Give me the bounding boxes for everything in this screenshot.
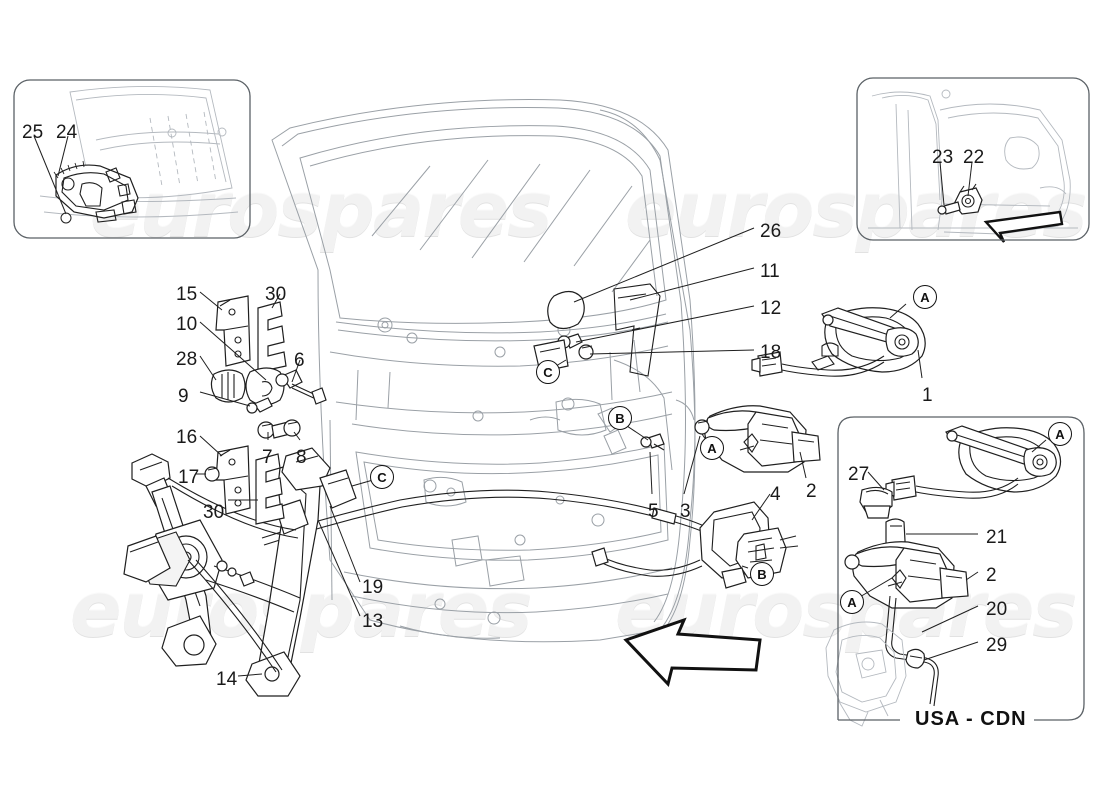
callout-1: 1 (922, 385, 933, 406)
ref-circle-b-panel: B (608, 406, 632, 430)
ref-circle-a-handle: A (913, 285, 937, 309)
callout-15: 15 (176, 284, 198, 305)
ref-circle-c-panel: C (536, 360, 560, 384)
callout-19: 19 (362, 577, 384, 598)
callout-11: 11 (760, 261, 780, 282)
callout-6: 6 (294, 350, 305, 371)
ref-circle-b-actuator: B (750, 562, 774, 586)
callout-3: 3 (680, 501, 691, 522)
callout-13: 13 (362, 611, 384, 632)
callout-7: 7 (262, 447, 273, 468)
callout-23: 23 (932, 147, 954, 168)
ref-circle-a-usa-lever: A (840, 590, 864, 614)
callout-22: 22 (963, 147, 985, 168)
callout-4: 4 (770, 484, 781, 505)
callout-27: 27 (848, 464, 870, 485)
callout-17: 17 (178, 467, 200, 488)
callout-30-top: 30 (265, 284, 287, 305)
ref-circle-c-regulator: C (370, 465, 394, 489)
callout-16: 16 (176, 427, 198, 448)
callout-2-usa: 2 (986, 565, 997, 586)
callout-2: 2 (806, 481, 817, 502)
callout-5: 5 (648, 501, 659, 522)
callout-18: 18 (760, 342, 782, 363)
callout-14: 14 (216, 669, 238, 690)
callout-25: 25 (22, 122, 44, 143)
callout-30-bottom: 30 (203, 502, 225, 523)
callout-12: 12 (760, 298, 782, 319)
ref-circle-a-lever: A (700, 436, 724, 460)
watermark-text: eurospares (625, 165, 1088, 254)
callout-8: 8 (296, 447, 307, 468)
ref-circle-a-usa-handle: A (1048, 422, 1072, 446)
callout-9: 9 (178, 386, 189, 407)
callout-20: 20 (986, 599, 1008, 620)
callout-26: 26 (760, 221, 782, 242)
callout-10: 10 (176, 314, 198, 335)
callout-29: 29 (986, 635, 1008, 656)
callout-24: 24 (56, 122, 78, 143)
callout-21: 21 (986, 527, 1008, 548)
usa-cdn-caption: USA - CDN (908, 708, 1034, 731)
callout-28: 28 (176, 349, 198, 370)
